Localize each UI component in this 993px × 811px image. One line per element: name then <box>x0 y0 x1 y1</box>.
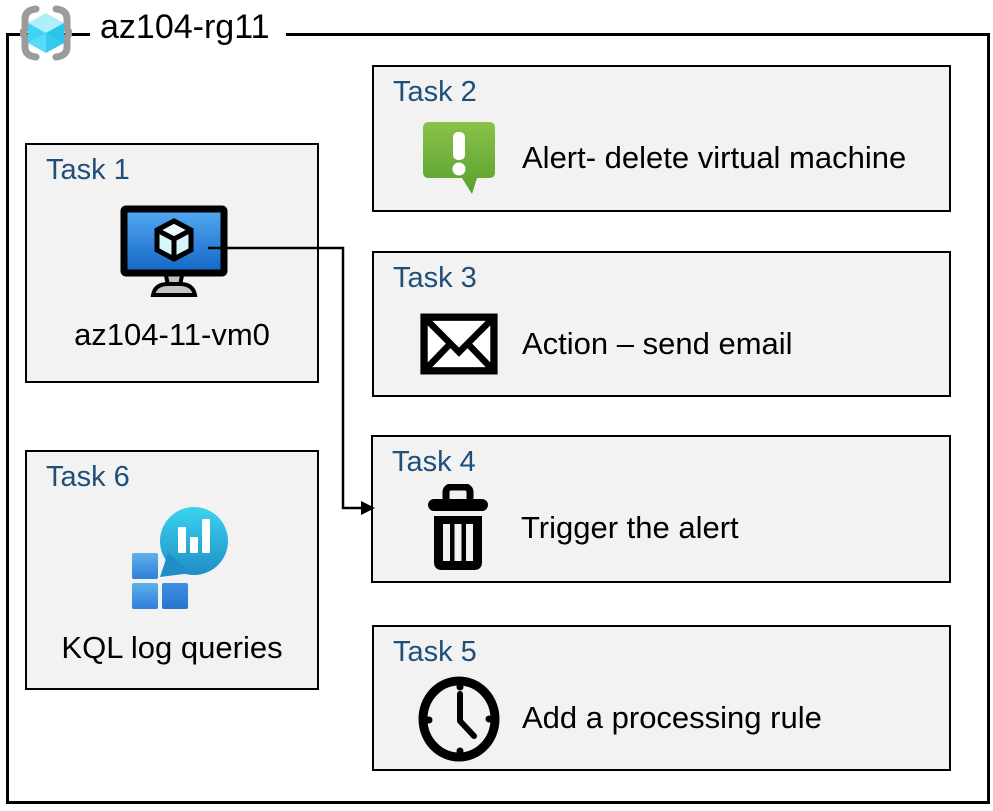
task-2-heading: Task 2 <box>393 76 477 108</box>
task-4-heading: Task 4 <box>392 446 476 478</box>
task-4-box: Task 4 Trigger the alert <box>371 435 951 583</box>
log-analytics-icon <box>132 507 228 609</box>
task-3-box: Task 3 Action – send email <box>372 251 951 397</box>
task-2-box: Task 2 Alert- delete virtual machine <box>372 65 951 212</box>
alert-icon <box>423 122 495 194</box>
virtual-machine-icon <box>120 205 228 297</box>
resource-group-title: az104-rg11 <box>90 8 286 51</box>
trash-icon <box>428 484 488 570</box>
email-icon <box>420 313 498 375</box>
kql-label: KQL log queries <box>61 630 283 665</box>
task-1-box: Task 1 az104-11-vm0 <box>25 143 319 383</box>
task-3-heading: Task 3 <box>393 262 477 294</box>
task-6-box: Task 6 KQL log queries <box>25 450 319 690</box>
task-6-heading: Task 6 <box>46 461 130 493</box>
clock-icon <box>418 676 500 762</box>
task-3-text: Action – send email <box>522 326 793 361</box>
task-5-text: Add a processing rule <box>522 700 822 735</box>
task-5-heading: Task 5 <box>393 636 477 668</box>
vm-name-label: az104-11-vm0 <box>74 317 270 352</box>
task-5-box: Task 5 Add a processing rule <box>372 625 951 771</box>
resource-group-icon <box>19 5 73 61</box>
task-4-text: Trigger the alert <box>521 510 739 545</box>
task-2-text: Alert- delete virtual machine <box>522 140 907 175</box>
task-1-heading: Task 1 <box>46 154 130 186</box>
